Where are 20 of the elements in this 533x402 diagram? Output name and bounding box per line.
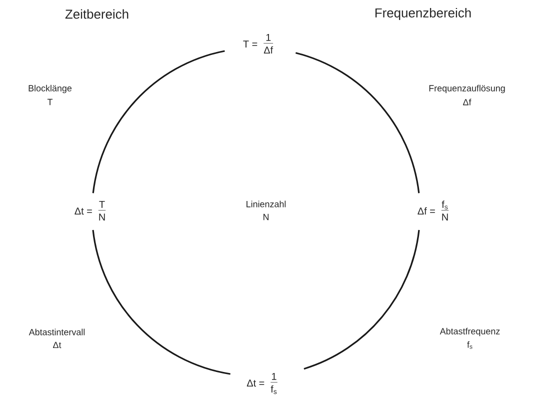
equation-text: Δf = f$_{s}$ N [418, 200, 449, 221]
equation-text: T = 1 Δf [243, 34, 274, 54]
quantity-label: Blocklänge [28, 84, 72, 94]
section-heading: Zeitbereich [65, 9, 128, 19]
circle-arc [92, 230, 231, 375]
circle-arc [304, 230, 420, 370]
circle-arc [295, 52, 420, 194]
circle-arc [92, 50, 225, 194]
quantity-label: Abtastfrequenz [440, 328, 500, 336]
quantity-label: f$_{s}$ [467, 341, 472, 349]
quantity-label: Linienzahl [246, 200, 286, 208]
quantity-label: T [47, 98, 53, 106]
quantity-label: N [264, 214, 269, 220]
section-heading: Frequenzbereich [375, 8, 471, 20]
equation-text: Δt = 1 f$_{s}$ [246, 373, 278, 394]
quantity-label: Abtastintervall [28, 328, 85, 336]
quantity-label: Δt [53, 342, 62, 348]
quantity-label: Δf [463, 98, 472, 106]
equation-text: Δt = T N [74, 201, 106, 221]
quantity-label: Frequenzauflösung [429, 84, 505, 94]
